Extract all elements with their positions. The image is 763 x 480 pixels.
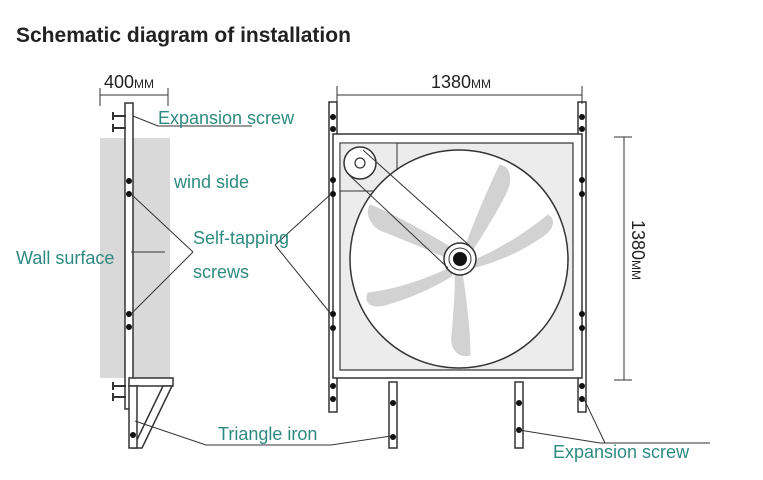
side-frame-post (124, 102, 134, 410)
front-height-dim-label: 1380MM (628, 220, 648, 280)
side-view (99, 88, 174, 449)
front-view (328, 86, 632, 449)
front-screw-dots (330, 114, 585, 440)
label-expansion-screw-top: Expansion screw (158, 108, 295, 128)
label-wall-surface: Wall surface (16, 248, 114, 268)
expansion-screws-top (112, 112, 126, 132)
fan-hub-center (453, 252, 467, 266)
front-right-leg (514, 381, 524, 449)
label-self-tapping-line1: Self-tapping (193, 228, 289, 248)
diagram-title: Schematic diagram of installation (16, 24, 351, 47)
belt-upper (362, 149, 471, 247)
expansion-screws-bottom (112, 382, 126, 401)
motor-pulley-hub (354, 157, 366, 169)
dimension-1380-width (336, 86, 583, 104)
side-width-dim-label: 400MM (104, 72, 154, 92)
label-wind-side: wind side (173, 172, 249, 192)
dimension-400 (99, 88, 169, 106)
wall-surface (100, 138, 170, 378)
front-width-dim-label: 1380MM (431, 72, 491, 92)
belt-lower (348, 174, 449, 269)
label-expansion-screw-bottom: Expansion screw (553, 442, 690, 462)
side-screw-dots (126, 178, 136, 438)
triangle-iron (128, 377, 174, 449)
leader-lines (130, 115, 710, 446)
label-self-tapping-line2: screws (193, 262, 249, 282)
label-triangle-iron: Triangle iron (218, 424, 317, 444)
front-left-leg (388, 381, 398, 449)
dimension-1380-height (614, 136, 632, 381)
